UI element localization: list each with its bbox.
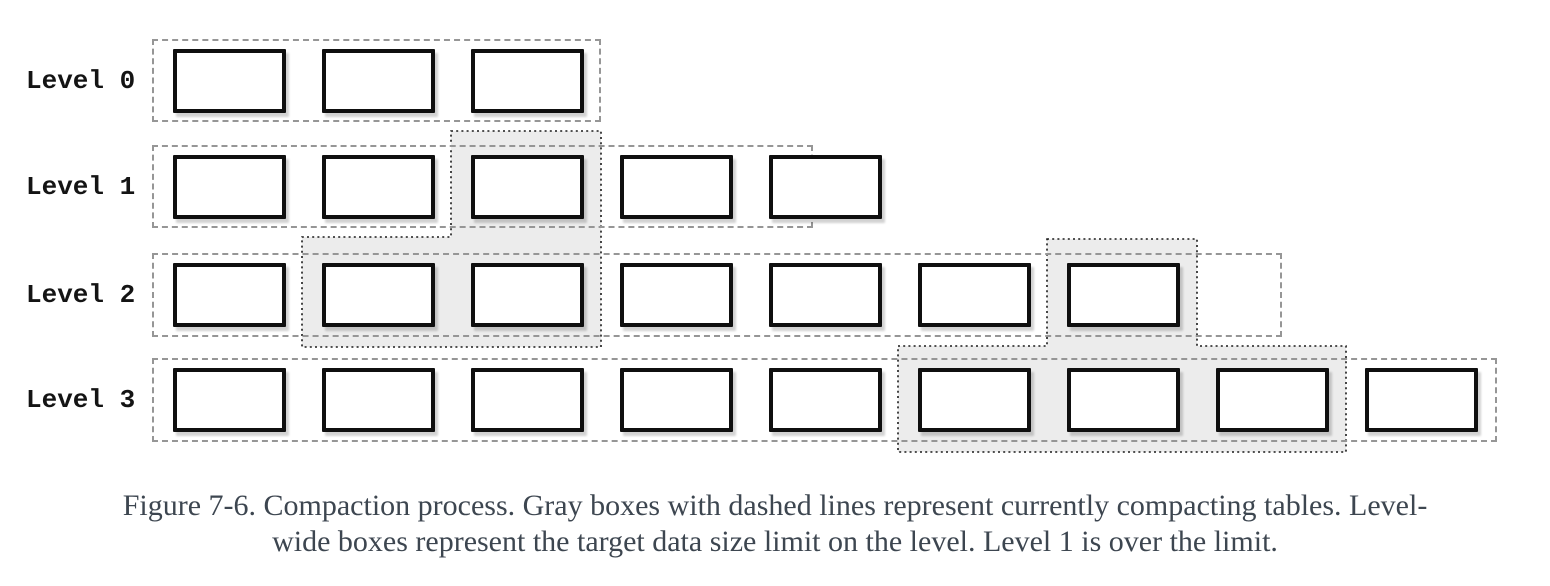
sstable-box-level3-2 <box>471 368 584 432</box>
sstable-box-level1-2 <box>471 155 584 219</box>
sstable-box-level2-0 <box>173 263 286 327</box>
caption-line-2: wide boxes represent the target data siz… <box>272 525 1278 558</box>
sstable-box-level2-3 <box>620 263 733 327</box>
sstable-box-level3-4 <box>769 368 882 432</box>
sstable-box-level2-2 <box>471 263 584 327</box>
sstable-box-level1-1 <box>322 155 435 219</box>
sstable-box-level2-1 <box>322 263 435 327</box>
sstable-box-level3-3 <box>620 368 733 432</box>
sstable-box-level3-5 <box>918 368 1031 432</box>
sstable-box-level3-6 <box>1067 368 1180 432</box>
caption-line-1: Figure 7-6. Compaction process. Gray box… <box>122 489 1428 522</box>
level-3-limit-box <box>152 358 1497 442</box>
sstable-box-level3-1 <box>322 368 435 432</box>
level-0-limit-box <box>152 39 601 122</box>
level-3-label: Level 3 <box>26 384 136 415</box>
level-2-limit-box <box>152 253 1282 337</box>
sstable-box-level2-5 <box>918 263 1031 327</box>
sstable-box-level2-6 <box>1067 263 1180 327</box>
sstable-box-level3-0 <box>173 368 286 432</box>
sstable-box-level0-0 <box>173 49 286 113</box>
level-1-label: Level 1 <box>26 171 136 202</box>
sstable-box-level2-4 <box>769 263 882 327</box>
level-2-label: Level 2 <box>26 279 136 310</box>
sstable-box-level0-1 <box>322 49 435 113</box>
sstable-box-level3-8 <box>1365 368 1478 432</box>
sstable-box-level3-7 <box>1216 368 1329 432</box>
sstable-box-level0-2 <box>471 49 584 113</box>
sstable-box-level1-4 <box>769 155 882 219</box>
level-0-label: Level 0 <box>26 65 136 96</box>
sstable-box-level1-3 <box>620 155 733 219</box>
sstable-box-level1-0 <box>173 155 286 219</box>
figure-caption: Figure 7-6. Compaction process. Gray box… <box>0 488 1550 560</box>
